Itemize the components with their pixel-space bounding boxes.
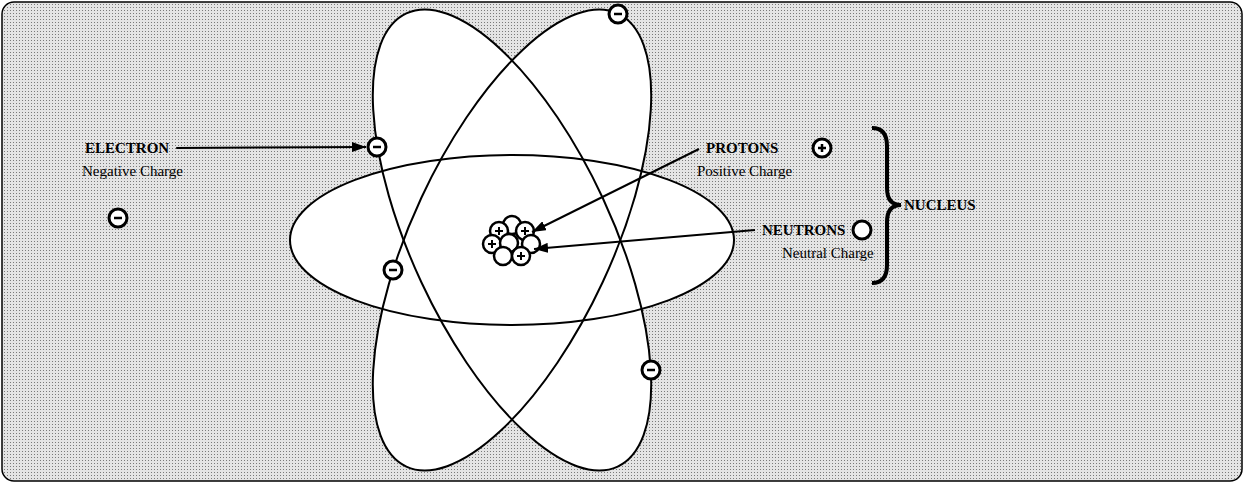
part-label: NEUTRONS: [762, 221, 845, 239]
orbit-lines: [290, 0, 734, 483]
charge-note: Neutral Charge: [782, 244, 874, 262]
nucleus-cluster: [483, 216, 540, 265]
key-particles: [109, 139, 871, 239]
orbit-electrons: [368, 5, 660, 379]
part-label: PROTONS: [706, 139, 778, 157]
nucleus-bracket: [872, 128, 901, 283]
orbit-fills: [290, 0, 734, 483]
leader-arrows: [176, 147, 755, 249]
part-label: ELECTRON: [85, 139, 169, 157]
group-label: NUCLEUS: [904, 196, 976, 214]
charge-note: Negative Charge: [82, 162, 183, 180]
charge-note: Positive Charge: [697, 162, 792, 180]
